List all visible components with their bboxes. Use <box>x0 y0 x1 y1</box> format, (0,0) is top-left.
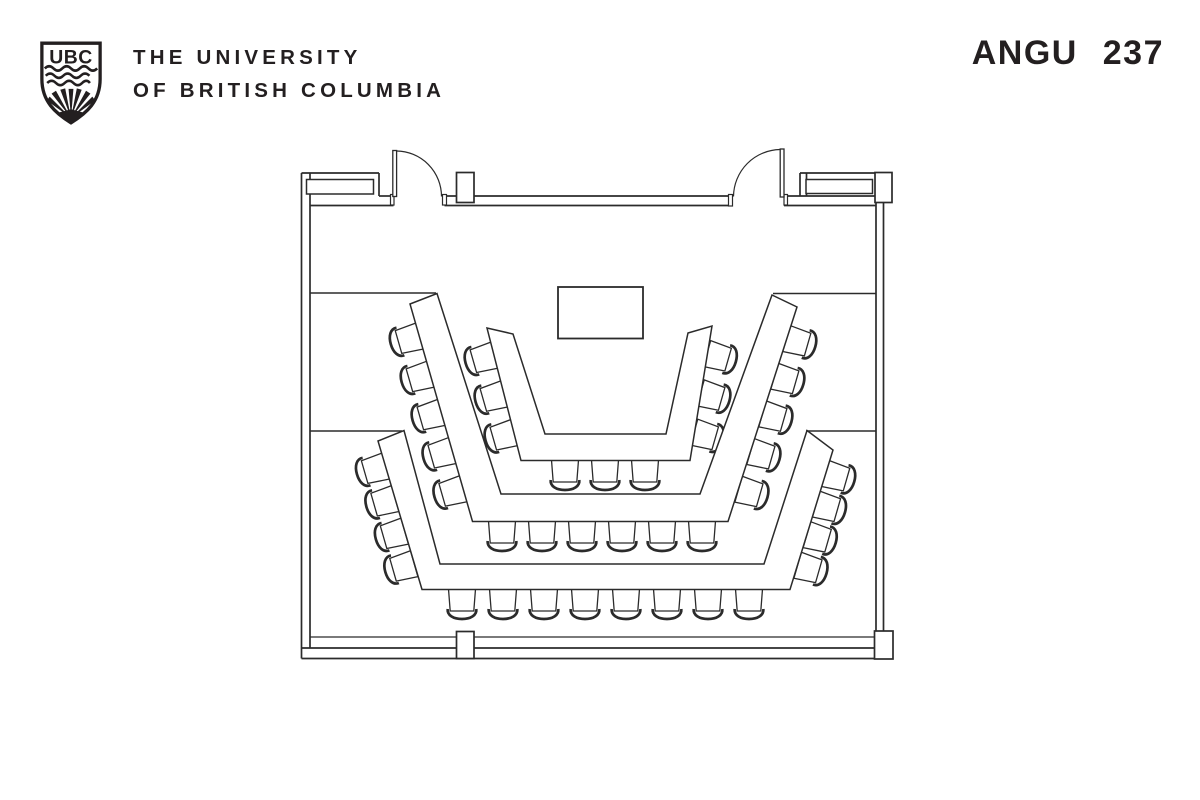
walls <box>300 172 892 660</box>
column-top-right <box>874 171 893 204</box>
university-wordmark: THE UNIVERSITY OF BRITISH COLUMBIA <box>133 41 445 107</box>
crest-waves <box>43 65 99 87</box>
chair <box>483 418 519 454</box>
chair <box>757 400 794 436</box>
crest-text: UBC <box>49 47 93 69</box>
door-left-swing-arc <box>396 150 443 197</box>
chair <box>781 324 818 360</box>
chair <box>528 588 560 621</box>
column-bottom-right <box>873 630 894 660</box>
column-top-mid <box>455 171 475 204</box>
chair <box>734 475 770 511</box>
outer-u-table <box>377 429 834 591</box>
door-right <box>732 148 785 198</box>
crest-shield <box>40 41 102 125</box>
ubc-crest-logo: UBC <box>40 41 102 125</box>
column-bottom-mid <box>455 630 475 660</box>
chair <box>733 588 765 621</box>
chair <box>446 588 478 621</box>
chair <box>388 322 425 358</box>
wall-cabinet-right <box>805 178 874 195</box>
page-header: UBC THE UNIVERSITY OF BRITISH COLUMBIA A… <box>0 0 1200 140</box>
door-left <box>392 149 443 198</box>
chair <box>686 520 718 553</box>
chair <box>606 520 638 553</box>
inner-u-table <box>485 324 713 462</box>
chair <box>399 360 436 396</box>
podium <box>557 286 644 340</box>
door-left-leaf <box>392 149 398 198</box>
columns <box>455 171 894 660</box>
chair <box>486 520 518 553</box>
door-right-swing-arc <box>732 148 781 197</box>
chair <box>695 379 732 415</box>
chair <box>487 588 519 621</box>
wall-cabinet-left <box>305 178 375 195</box>
chair <box>549 459 581 492</box>
chair <box>651 588 683 621</box>
room-number: ANGU 237 <box>971 34 1164 72</box>
chair <box>473 380 510 416</box>
chair <box>793 551 829 587</box>
chair <box>692 588 724 621</box>
chair <box>566 520 598 553</box>
floor-tier-lines <box>310 292 876 432</box>
chair <box>526 520 558 553</box>
chair <box>569 588 601 621</box>
chair <box>610 588 642 621</box>
door-right-leaf <box>779 148 785 198</box>
tables <box>377 292 834 591</box>
chair <box>629 459 661 492</box>
wordmark-line2: OF BRITISH COLUMBIA <box>133 79 446 102</box>
wordmark-line1: THE UNIVERSITY <box>133 46 362 69</box>
chair <box>589 459 621 492</box>
middle-u-table <box>409 292 798 523</box>
crest-rays <box>46 88 96 122</box>
chair <box>364 484 400 520</box>
chair <box>646 520 678 553</box>
